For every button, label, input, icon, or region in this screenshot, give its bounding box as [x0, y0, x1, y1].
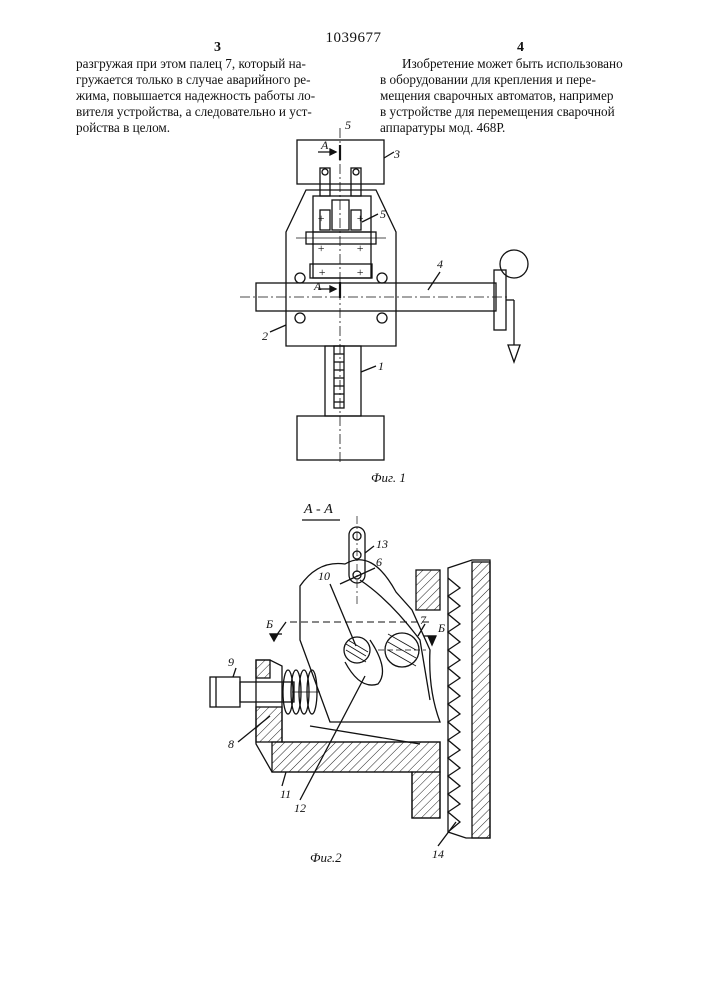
label-3: 3	[393, 147, 400, 161]
label-11: 11	[280, 787, 291, 801]
label-4: 4	[437, 257, 443, 271]
label-1: 1	[378, 359, 384, 373]
label-14: 14	[432, 847, 444, 861]
figure-1-caption: Фиг. 1	[371, 470, 406, 486]
label-10: 10	[318, 569, 330, 583]
figure-1-labels: А А 3 5 4 2 1	[262, 138, 443, 373]
figure-2	[210, 516, 490, 846]
label-13: 13	[376, 537, 388, 551]
svg-text:+: +	[356, 241, 364, 255]
svg-text:+: +	[317, 241, 325, 255]
rack-column-1	[325, 346, 361, 416]
label-9: 9	[228, 655, 234, 669]
label-6: 6	[376, 555, 382, 569]
svg-text:+: +	[356, 211, 364, 225]
label-5: 5	[380, 207, 386, 221]
svg-text:+: +	[318, 265, 326, 279]
section-label-a: А	[320, 138, 329, 152]
label-8: 8	[228, 737, 234, 751]
svg-text:+: +	[356, 265, 364, 279]
section-label-b: Б	[437, 621, 445, 635]
base-block	[297, 416, 384, 460]
svg-text:+: +	[317, 211, 325, 225]
label-2: 2	[262, 329, 268, 343]
section-label-b: Б	[265, 617, 273, 631]
figure-1: + + + + + +	[240, 128, 528, 465]
label-7: 7	[420, 613, 427, 627]
section-arrow-head	[330, 149, 336, 155]
section-label-a: А	[313, 279, 322, 293]
section-title: А - А	[304, 502, 333, 518]
figure-2-caption: Фиг.2	[310, 850, 342, 866]
label-12: 12	[294, 801, 306, 815]
